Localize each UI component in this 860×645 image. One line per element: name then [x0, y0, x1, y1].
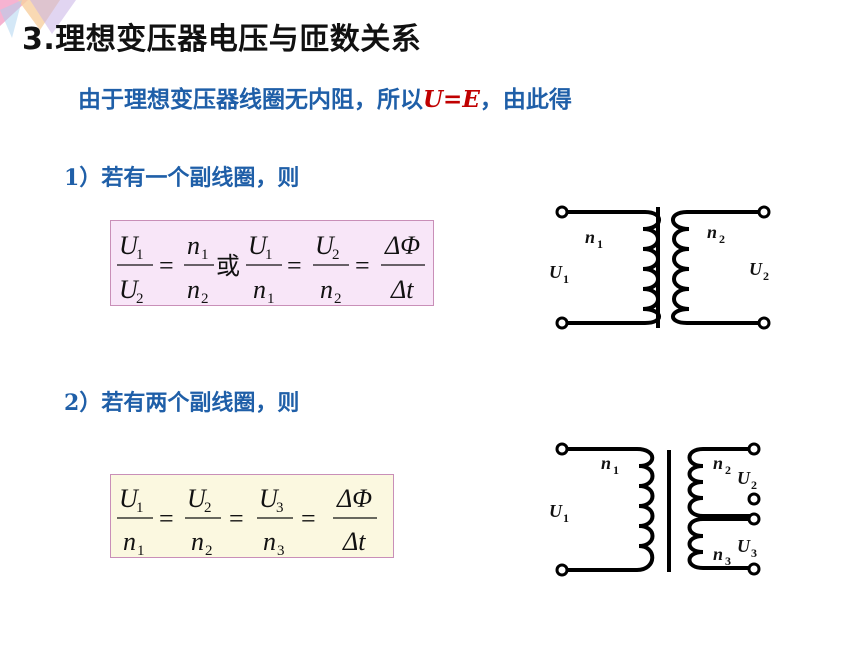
f2-eq1: = — [159, 504, 174, 533]
tr2-U2-label: U — [737, 468, 751, 488]
f1-num3-U: U — [248, 231, 269, 260]
tr1-U2-label: U — [749, 259, 763, 279]
f1-den2-n: n — [187, 275, 200, 304]
f1-den2-sub: 2 — [201, 291, 209, 305]
intro-line: 由于理想变压器线圈无内阻，所以U=E，由此得 — [78, 80, 572, 114]
f1-den1-U: U — [119, 275, 140, 304]
f2-num2-sub: 2 — [204, 500, 212, 516]
f1-eq1: = — [159, 251, 174, 280]
tr1-U1-sub: 1 — [563, 272, 569, 286]
f2-eq2: = — [229, 504, 244, 533]
formula-2: U 1 n 1 = U 2 n 2 = U 3 n 3 = ΔΦ Δt — [117, 484, 377, 559]
case2-number: 2 — [64, 390, 80, 416]
f1-num2-sub: 1 — [201, 247, 209, 263]
f2-num1-sub: 1 — [136, 500, 144, 516]
case1-heading: 1）若有一个副线圈，则 — [64, 160, 299, 192]
intro-equation: U=E — [423, 86, 480, 113]
f1-den1-sub: 2 — [136, 291, 144, 305]
f2-num2-U: U — [187, 484, 208, 513]
corner-decoration — [0, 0, 76, 38]
f2-eq3: = — [301, 504, 316, 533]
case2-text: ）若有两个副线圈，则 — [79, 391, 300, 416]
f1-den3-sub: 1 — [267, 291, 275, 305]
f1-den5-dt: Δt — [390, 275, 414, 304]
f2-num3-U: U — [259, 484, 280, 513]
intro-text-before: 由于理想变压器线圈无内阻，所以 — [78, 87, 423, 113]
f1-eq2: = — [287, 251, 302, 280]
f1-den4-n: n — [320, 275, 333, 304]
f2-num3-sub: 3 — [276, 500, 284, 516]
f1-num4-sub: 2 — [332, 247, 340, 263]
f1-num4-U: U — [315, 231, 336, 260]
tr2-n3-label: n — [713, 544, 723, 564]
f1-den3-n: n — [253, 275, 266, 304]
tr2-U1-sub: 1 — [563, 511, 569, 525]
intro-text-after: ，由此得 — [479, 87, 572, 113]
f2-num4-dphi: ΔΦ — [336, 484, 372, 513]
tr1-n2-label: n — [707, 222, 717, 242]
f2-den1-sub: 1 — [137, 543, 145, 557]
f1-eq3: = — [355, 251, 370, 280]
f1-num1-sub: 1 — [136, 247, 144, 263]
case1-text: ）若有一个副线圈，则 — [79, 166, 300, 191]
f1-num5-dphi: ΔΦ — [384, 231, 420, 260]
tr2-n1-label: n — [601, 453, 611, 473]
f1-num2-n: n — [187, 231, 200, 260]
tr1-U2-sub: 2 — [763, 269, 769, 283]
f2-den1-n: n — [123, 527, 136, 556]
f1-or: 或 — [216, 253, 240, 280]
transformer-diagram-1: n 1 U 1 n 2 U 2 — [545, 195, 785, 345]
page-title: 3.理想变压器电压与匝数关系 — [22, 22, 422, 57]
tr1-U1-label: U — [549, 262, 563, 282]
transformer-diagram-2: n 1 U 1 n 2 U 2 U 3 n 3 — [545, 432, 785, 587]
case2-heading: 2）若有两个副线圈，则 — [64, 385, 299, 417]
tr1-n1-sub: 1 — [597, 237, 603, 251]
f2-den2-n: n — [191, 527, 204, 556]
f1-num1-U: U — [119, 231, 140, 260]
tr2-n2-label: n — [713, 453, 723, 473]
tr2-n3-sub: 3 — [725, 554, 731, 568]
tr2-U1-label: U — [549, 501, 563, 521]
formula-box-1: U 1 U 2 = n 1 n 2 或 U 1 n 1 = U 2 n 2 — [110, 220, 434, 307]
f2-den3-sub: 3 — [277, 543, 285, 557]
f1-num3-sub: 1 — [265, 247, 273, 263]
f1-den4-sub: 2 — [334, 291, 342, 305]
tr2-U3-sub: 3 — [751, 546, 757, 560]
tr2-U3-label: U — [737, 536, 751, 556]
formula-1: U 1 U 2 = n 1 n 2 或 U 1 n 1 = U 2 n 2 — [117, 231, 425, 307]
f2-den4-dt: Δt — [342, 527, 366, 556]
f2-den3-n: n — [263, 527, 276, 556]
tr1-n1-label: n — [585, 227, 595, 247]
f2-num1-U: U — [119, 484, 140, 513]
formula-box-2: U 1 n 1 = U 2 n 2 = U 3 n 3 = ΔΦ Δt — [110, 474, 394, 559]
tr2-U2-sub: 2 — [751, 478, 757, 492]
f2-den2-sub: 2 — [205, 543, 213, 557]
tr2-n1-sub: 1 — [613, 463, 619, 477]
tr2-n2-sub: 2 — [725, 463, 731, 477]
tr1-n2-sub: 2 — [719, 232, 725, 246]
case1-number: 1 — [64, 165, 80, 191]
